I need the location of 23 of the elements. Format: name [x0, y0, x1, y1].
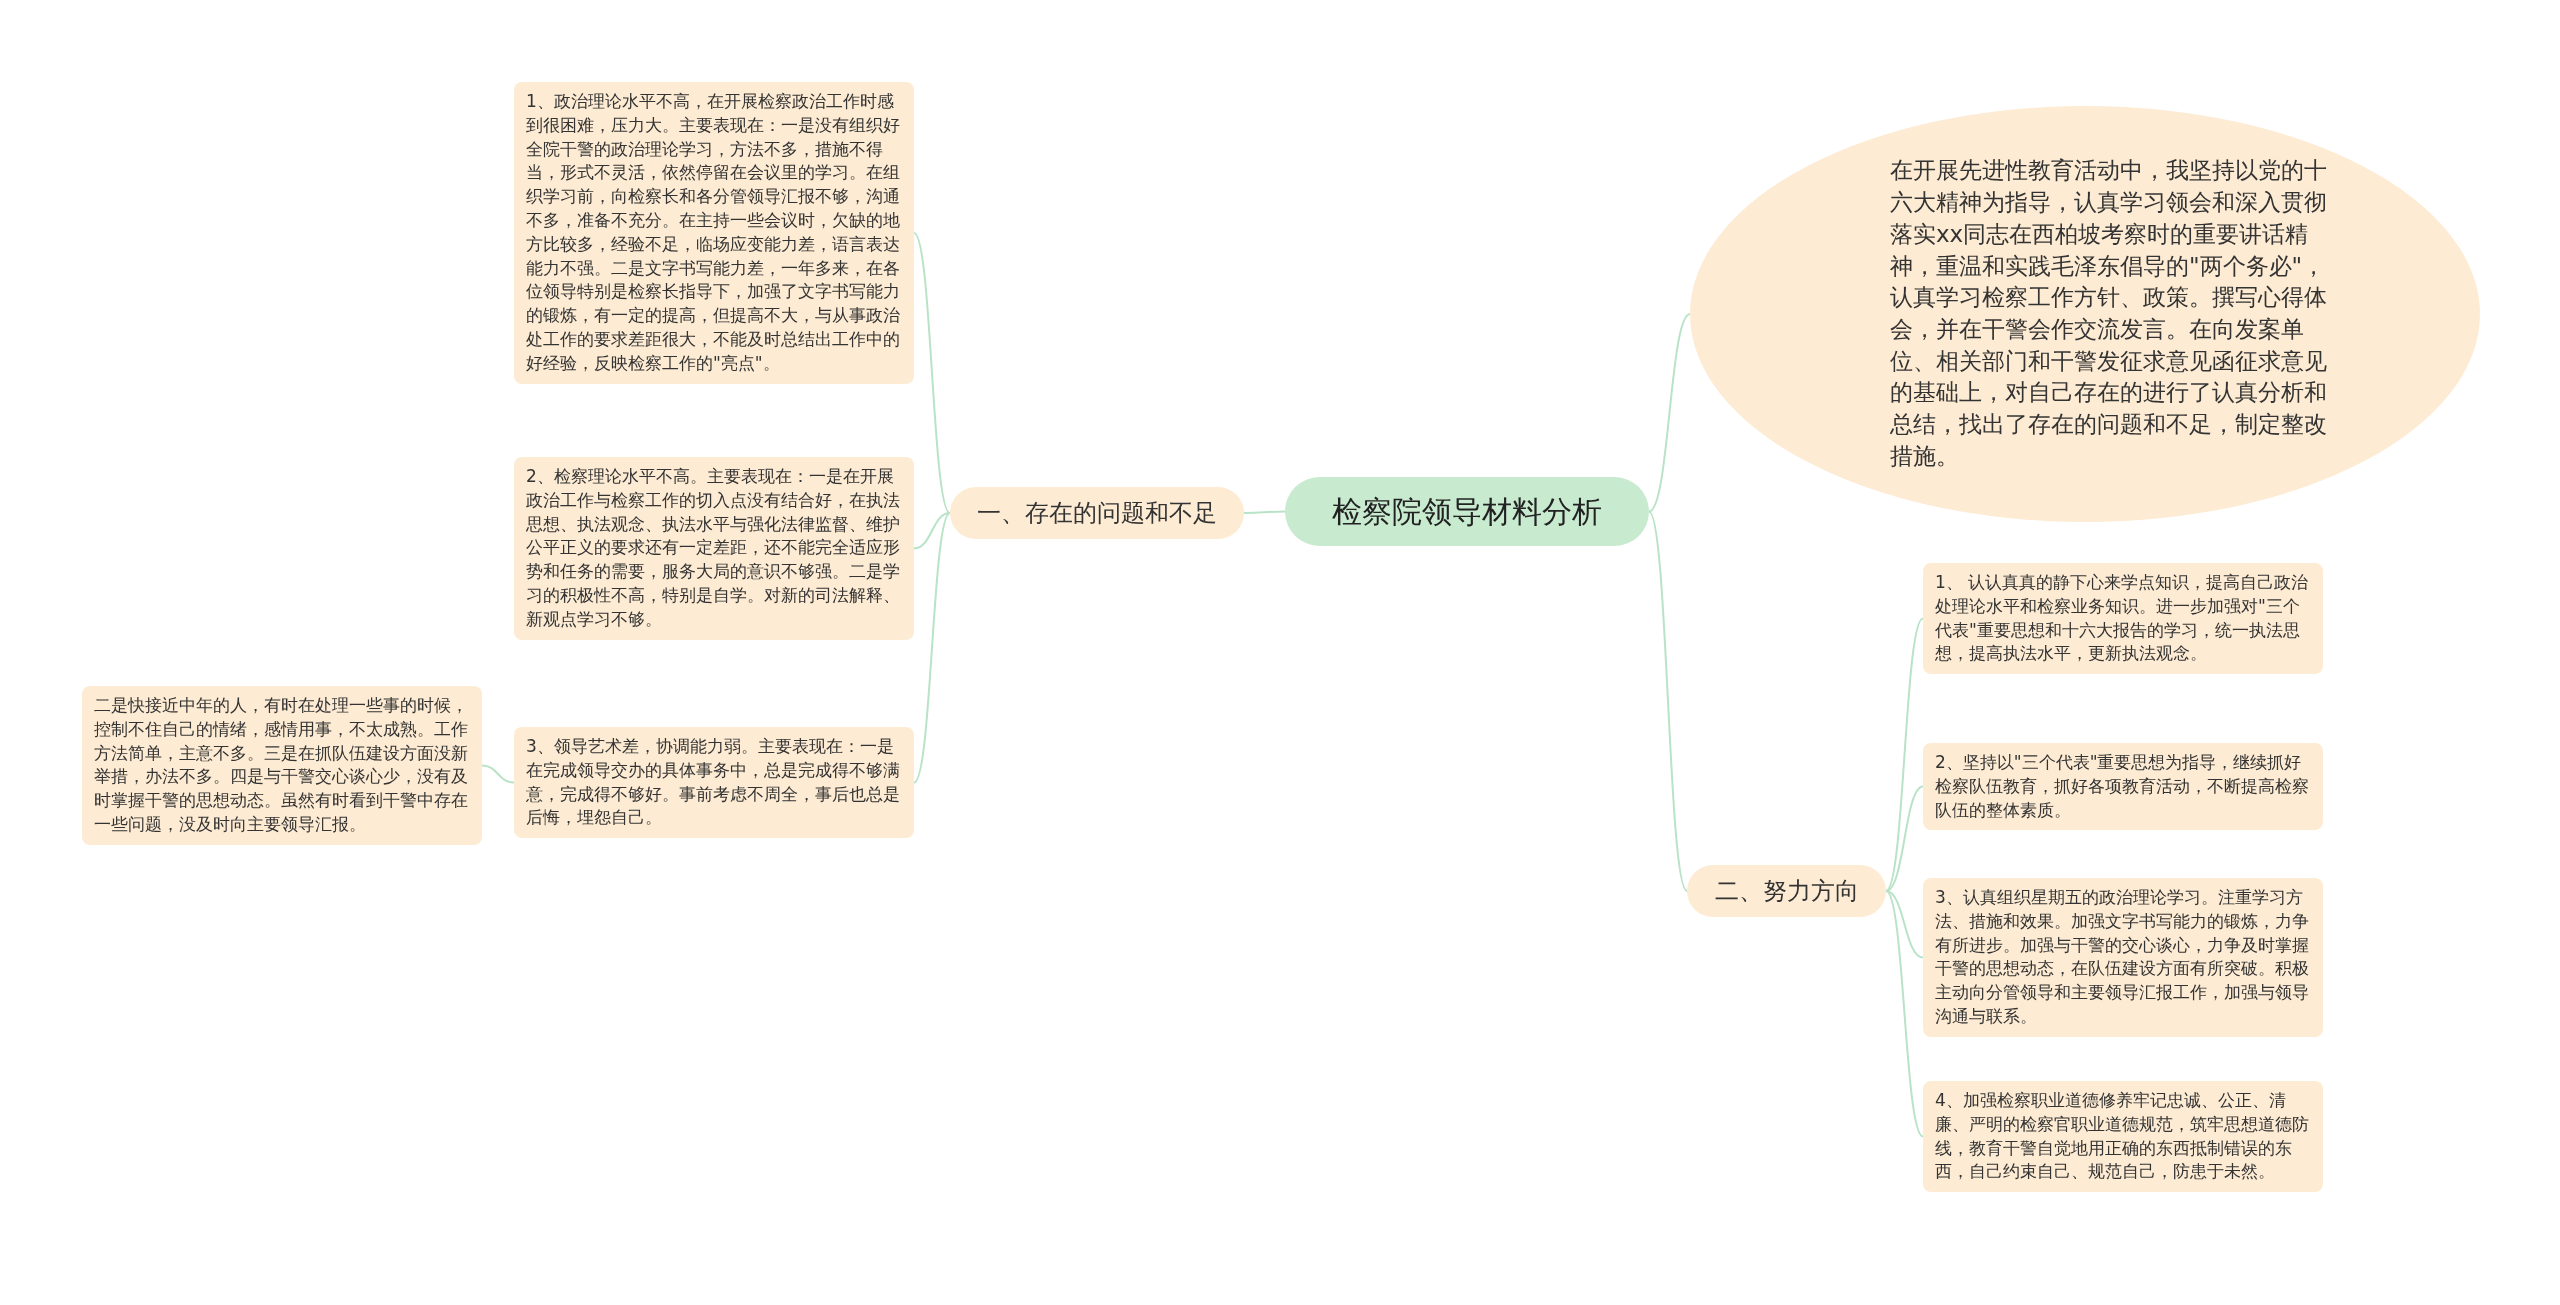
note-card: 3、领导艺术差，协调能力弱。主要表现在：一是在完成领导交办的具体事务中，总是完成得不够满意，完成得不够好。事前考虑不周全，事后也总是后悔，埋怨自己。 [514, 727, 914, 839]
connector-line [1885, 617, 1924, 892]
connector-line [1885, 890, 1924, 959]
note-card: 1、政治理论水平不高，在开展检察政治工作时感到很困难，压力大。主要表现在：一是没有组织好全院干警的政治理论学习，方法不多，措施不得当，形式不灵活，依然停留在会议里的学习。在组织学习前，向检察长和各分管领导汇报不够，沟通不多，准备不充分。在主持一些会议时，欠缺的地方比较多，经验不足，临场应变能力差，语言表达能力不强。二是文字书写能力差，一年多来，在各位领导特别是检察长指导下，加强了文字书写能力的锻炼，有一定的提高，但提高不大，与从事政治处工作的要求差距很大，不能及时总结出工作中的好经验，反映检察工作的"亮点"。 [514, 82, 914, 384]
connector-line [1885, 890, 1924, 1138]
connector-line [1243, 510, 1286, 514]
note-card: 1、 认认真真的静下心来学点知识，提高自己政治处理论水平和检察业务知识。进一步加强对"三个代表"重要思想和十六大报告的学习，统一执法思想，提高执法水平，更新执法观念。 [1923, 563, 2323, 675]
note-card: 2、坚持以"三个代表"重要思想为指导，继续抓好检察队伍教育，抓好各项教育活动，不断提高检察队伍的整体素质。 [1923, 743, 2323, 831]
note-card: 4、加强检察职业道德修养牢记忠诚、公正、清廉、严明的检察官职业道德规范，筑牢思想道德防线，教育干警自觉地用正确的东西抵制错误的东西，自己约束自己、规范自己，防患于未然。 [1923, 1081, 2323, 1193]
connector-line [481, 764, 515, 784]
connector-line [1885, 785, 1924, 892]
connector-line [913, 512, 951, 550]
note-card: 3、认真组织星期五的政治理论学习。注重学习方法、措施和效果。加强文字书写能力的锻炼，力争有所进步。加强与干警的交心谈心，力争及时掌握干警的思想动态，在队伍建设方面有所突破。积极主动向分管领导和主要领导汇报工作，加强与领导沟通与联系。 [1923, 878, 2323, 1037]
central-topic: 检察院领导材料分析 [1285, 477, 1649, 546]
connector-line [913, 232, 951, 514]
note-ellipse: 在开展先进性教育活动中，我坚持以党的十六大精神为指导，认真学习领会和深入贯彻落实xx同志在西柏坡考察时的重要讲话精神，重温和实践毛泽东倡导的"两个务必"，认真学习检察工作方针、政策。撰写心得体会，并在干警会作交流发言。在向发案单位、相关部门和干警发征求意见函征求意见的基础上，对自己存在的进行了认真分析和总结，找出了存在的问题和不足，制定整改措施。 [1690, 106, 2480, 522]
note-card: 二是快接近中年的人，有时在处理一些事的时候，控制不住自己的情绪，感情用事，不太成熟。工作方法简单，主意不多。三是在抓队伍建设方面没新举措，办法不多。四是与干警交心谈心少，没有及时掌握干警的思想动态。虽然有时看到干警中存在一些问题，没及时向主要领导汇报。 [82, 686, 482, 845]
note-card: 2、检察理论水平不高。主要表现在：一是在开展政治工作与检察工作的切入点没有结合好，在执法思想、执法观念、执法水平与强化法律监督、维护公平正义的要求还有一定差距，还不能完全适应形势和任务的需要，服务大局的意识不够强。二是学习的积极性不高，特别是自学。对新的司法解释、新观点学习不够。 [514, 457, 914, 640]
branch-topic: 一、存在的问题和不足 [950, 487, 1244, 539]
connector-line [1648, 313, 1691, 513]
connector-line [913, 512, 951, 784]
branch-topic: 二、努力方向 [1687, 865, 1886, 917]
connector-line [1648, 510, 1688, 892]
